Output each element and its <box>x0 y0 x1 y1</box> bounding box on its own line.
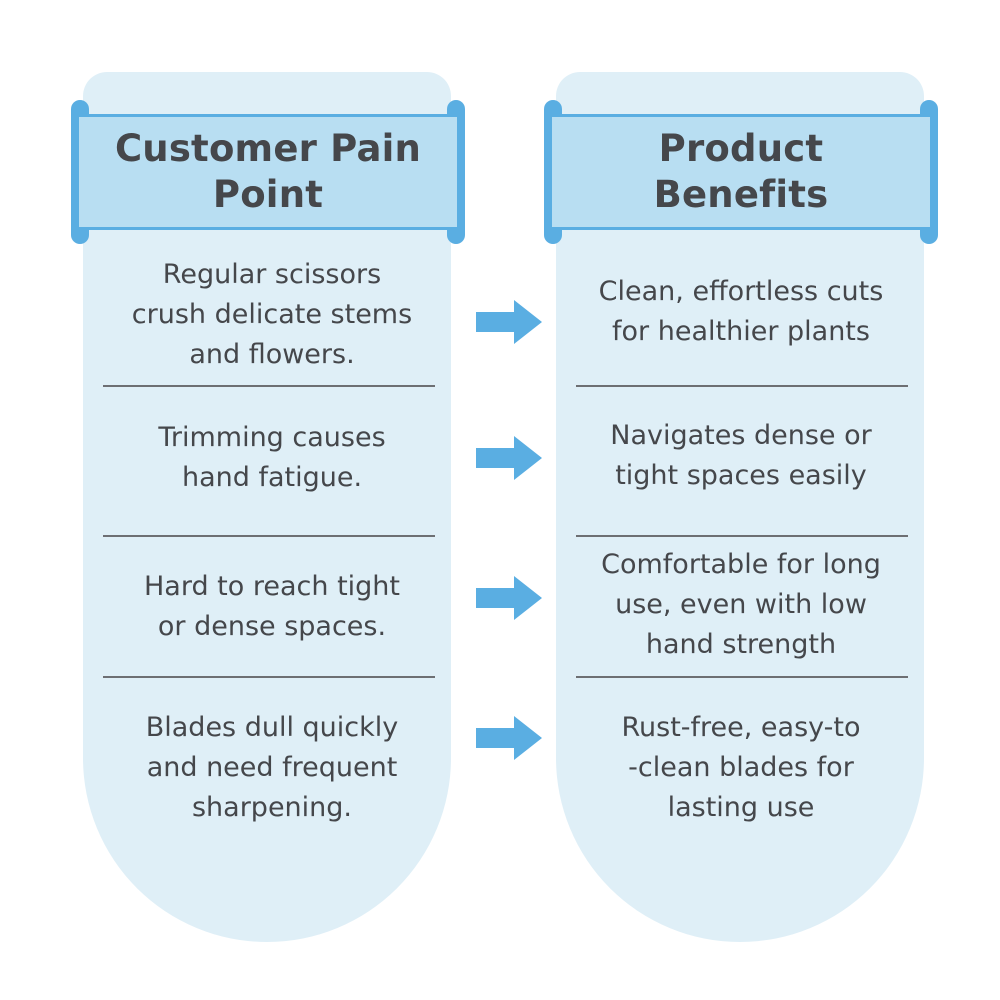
item-text: Regular scissors crush delicate stems an… <box>132 255 412 375</box>
row-divider <box>576 385 908 387</box>
row-divider <box>103 535 435 537</box>
pain-point-item: Trimming causes hand fatigue. <box>92 412 452 504</box>
item-line: hand strength <box>645 629 837 660</box>
title-line: Product <box>658 127 824 170</box>
pain-point-header-ribbon: Customer Pain Point <box>71 100 465 244</box>
item-text: Rust-free, easy-to -clean blades for las… <box>621 708 860 828</box>
right-arrow-icon <box>476 576 542 620</box>
item-line: and flowers. <box>189 339 355 370</box>
item-line: Rust-free, easy-to <box>621 712 861 743</box>
item-line: Regular scissors <box>162 259 382 290</box>
benefits-title: Product Benefits <box>654 126 829 218</box>
item-line: or dense spaces. <box>157 611 387 642</box>
pain-point-item: Hard to reach tight or dense spaces. <box>92 561 452 653</box>
title-line: Point <box>212 173 324 216</box>
item-line: Blades dull quickly <box>145 712 399 743</box>
item-line: and need frequent <box>146 752 398 783</box>
item-line: -clean blades for <box>628 752 854 783</box>
row-divider <box>576 535 908 537</box>
item-text: Trimming causes hand fatigue. <box>158 418 385 498</box>
item-line: Clean, effortless cuts <box>598 276 884 307</box>
benefit-item: Navigates dense or tight spaces easily <box>561 410 921 502</box>
title-line: Customer Pain <box>114 127 422 170</box>
benefit-item: Comfortable for long use, even with low … <box>561 542 921 668</box>
ribbon-band: Product Benefits <box>552 114 930 230</box>
item-line: hand fatigue. <box>181 462 363 493</box>
right-arrow-icon <box>476 436 542 480</box>
ribbon-band: Customer Pain Point <box>79 114 457 230</box>
pain-point-item: Regular scissors crush delicate stems an… <box>92 252 452 378</box>
item-line: lasting use <box>667 792 815 823</box>
item-line: for healthier plants <box>612 316 870 347</box>
item-text: Clean, effortless cuts for healthier pla… <box>599 272 884 352</box>
item-text: Navigates dense or tight spaces easily <box>610 416 872 496</box>
row-divider <box>576 676 908 678</box>
row-divider <box>103 676 435 678</box>
item-text: Comfortable for long use, even with low … <box>601 545 881 665</box>
item-text: Blades dull quickly and need frequent sh… <box>146 708 399 828</box>
benefit-item: Rust-free, easy-to -clean blades for las… <box>561 705 921 831</box>
item-line: Navigates dense or <box>610 420 872 451</box>
item-line: crush delicate stems <box>131 299 413 330</box>
item-line: sharpening. <box>191 792 353 823</box>
right-arrow-icon <box>476 716 542 760</box>
benefit-item: Clean, effortless cuts for healthier pla… <box>561 266 921 358</box>
pain-point-item: Blades dull quickly and need frequent sh… <box>92 705 452 831</box>
item-text: Hard to reach tight or dense spaces. <box>144 567 400 647</box>
right-arrow-icon <box>476 300 542 344</box>
item-line: tight spaces easily <box>615 460 867 491</box>
row-divider <box>103 385 435 387</box>
title-line: Benefits <box>653 173 829 216</box>
item-line: Hard to reach tight <box>143 571 400 602</box>
item-line: Trimming causes <box>158 422 386 453</box>
pain-point-title: Customer Pain Point <box>115 126 421 218</box>
item-line: Comfortable for long <box>601 549 881 580</box>
item-line: use, even with low <box>615 589 867 620</box>
benefits-header-ribbon: Product Benefits <box>544 100 938 244</box>
